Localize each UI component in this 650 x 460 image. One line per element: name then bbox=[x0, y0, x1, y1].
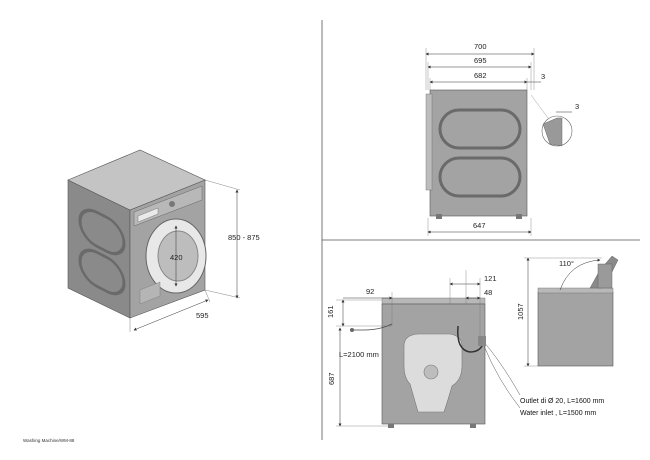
top-base-depth: 647 bbox=[473, 221, 486, 230]
iso-door-label: 420 bbox=[170, 253, 183, 262]
iso-height-label: 850 - 875 bbox=[228, 233, 260, 242]
lid-angle: 110° bbox=[559, 259, 574, 268]
lid-open-view bbox=[524, 255, 619, 367]
rear-cable-length: L=2100 mm bbox=[339, 350, 379, 359]
rear-height: 687 bbox=[327, 372, 336, 385]
footer-caption: Washing Machine/WM-88 bbox=[23, 438, 75, 443]
rear-inlet-label: Water inlet , L=1500 mm bbox=[520, 410, 596, 417]
rear-outlet-label: Outlet di Ø 20, L=1600 mm bbox=[520, 398, 604, 405]
rear-top-offset: 161 bbox=[326, 305, 335, 318]
top-offset-a: 3 bbox=[541, 72, 545, 81]
lid-total-height: 1057 bbox=[516, 303, 525, 320]
top-depth-body: 682 bbox=[474, 71, 487, 80]
isometric-view bbox=[67, 149, 241, 332]
rear-offset-121: 121 bbox=[484, 274, 497, 283]
panel-dividers bbox=[321, 20, 640, 440]
rear-view bbox=[336, 270, 521, 428]
rear-offset-48: 48 bbox=[484, 288, 492, 297]
top-depth-mid: 695 bbox=[474, 56, 487, 65]
rear-left-inlet: 92 bbox=[366, 287, 374, 296]
top-view bbox=[425, 48, 573, 236]
top-depth-total: 700 bbox=[474, 42, 487, 51]
iso-width-label: 595 bbox=[196, 311, 209, 320]
top-offset-b: 3 bbox=[575, 102, 579, 111]
